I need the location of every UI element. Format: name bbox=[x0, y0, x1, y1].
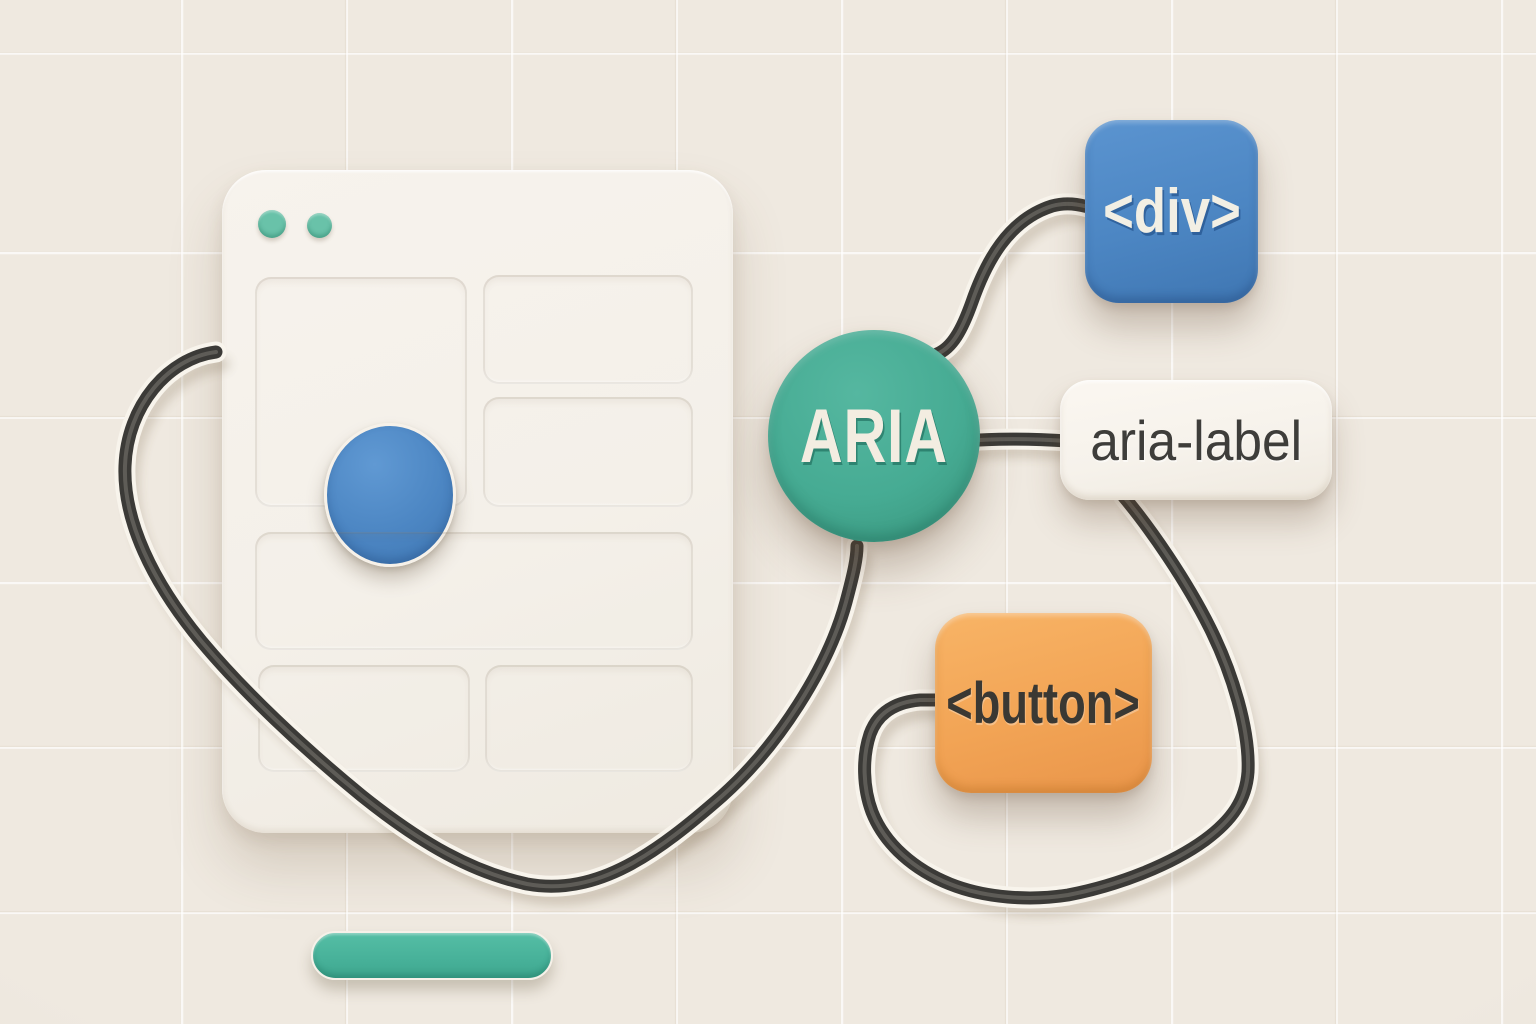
button-tag-label: <button> bbox=[946, 670, 1141, 736]
aria-label-text: aria-label bbox=[1090, 408, 1302, 472]
aria-node: ARIA bbox=[768, 330, 980, 542]
div-tag-badge: <div> bbox=[1085, 120, 1258, 303]
content-panel-top-right-2 bbox=[483, 397, 693, 507]
div-tag-label: <div> bbox=[1102, 177, 1241, 246]
content-panel-top-right-1 bbox=[483, 275, 693, 384]
window-control-dot-icon bbox=[258, 210, 286, 238]
content-panel-media bbox=[255, 277, 467, 567]
browser-window-mockup bbox=[222, 170, 733, 980]
content-panel-middle bbox=[255, 532, 693, 980]
content-panel-bottom-right bbox=[485, 665, 693, 772]
button-tag-badge: <button> bbox=[935, 613, 1152, 793]
aria-node-label: ARIA bbox=[799, 393, 949, 479]
cable-aria-to-aria-label bbox=[966, 439, 1068, 441]
window-control-dot-icon bbox=[307, 213, 332, 238]
text-bar-placeholder bbox=[311, 931, 553, 980]
cable-aria-to-div bbox=[937, 204, 1092, 354]
aria-label-badge: aria-label bbox=[1060, 380, 1332, 500]
content-panel-bottom-left bbox=[258, 665, 470, 772]
